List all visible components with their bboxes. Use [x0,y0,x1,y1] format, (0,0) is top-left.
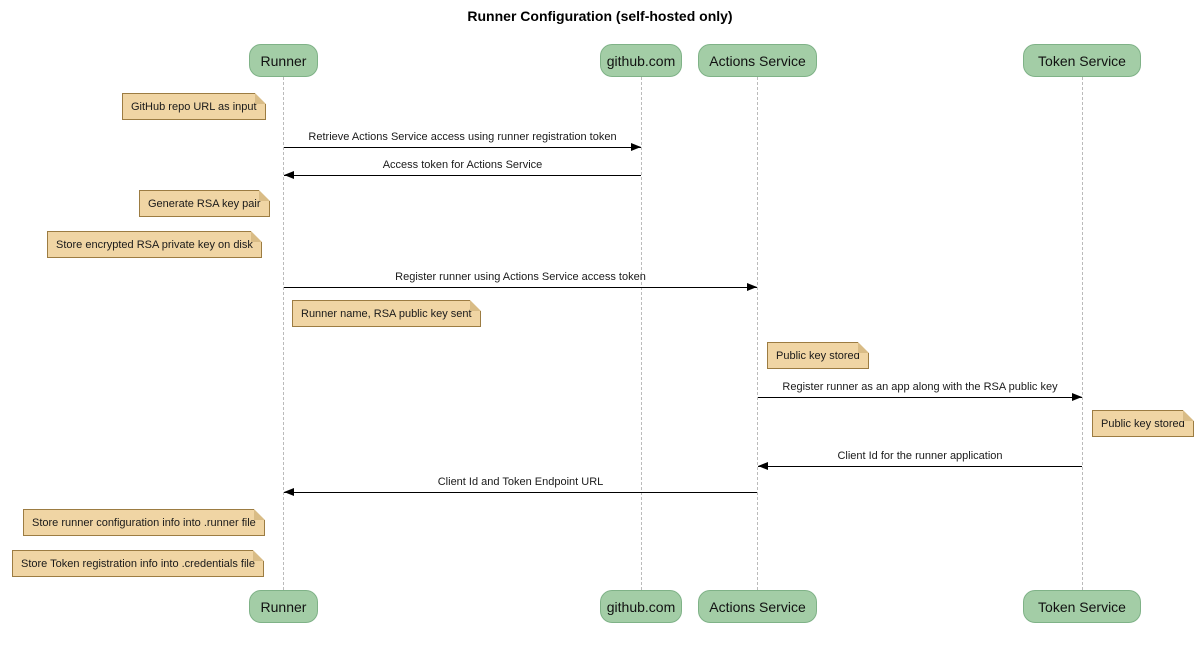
lifeline-github [641,77,642,590]
message-label: Client Id for the runner application [837,450,1003,462]
note-runner-name-sent: Runner name, RSA public key sent [292,300,481,327]
arrow-left-icon [758,462,1082,470]
participant-github-top: github.com [600,44,682,77]
message-label: Register runner as an app along with the… [782,381,1058,393]
message-register-runner: Register runner using Actions Service ac… [284,270,757,291]
participant-runner-top: Runner [249,44,318,77]
participant-token-service-bottom: Token Service [1023,590,1141,623]
message-label: Register runner using Actions Service ac… [395,271,646,283]
message-retrieve-access: Retrieve Actions Service access using ru… [284,130,641,151]
arrow-right-icon [758,393,1082,401]
diagram-title: Runner Configuration (self-hosted only) [467,8,733,24]
message-client-id: Client Id for the runner application [758,449,1082,470]
arrow-right-icon [284,143,641,151]
message-register-app: Register runner as an app along with the… [758,380,1082,401]
arrow-left-icon [284,171,641,179]
lifeline-actions-service [757,77,758,590]
participant-runner-bottom: Runner [249,590,318,623]
note-store-runner-file: Store runner configuration info into .ru… [23,509,265,536]
participant-actions-service-top: Actions Service [698,44,817,77]
note-store-credentials-file: Store Token registration info into .cred… [12,550,264,577]
participant-github-bottom: github.com [600,590,682,623]
message-label: Client Id and Token Endpoint URL [437,476,604,488]
message-label: Retrieve Actions Service access using ru… [308,131,617,143]
arrow-right-icon [284,283,757,291]
message-client-id-endpoint: Client Id and Token Endpoint URL [284,475,757,496]
note-public-key-stored-actions: Public key stored [767,342,869,369]
participant-token-service-top: Token Service [1023,44,1141,77]
message-access-token: Access token for Actions Service [284,158,641,179]
message-label: Access token for Actions Service [382,159,543,171]
note-generate-rsa-key: Generate RSA key pair [139,190,270,217]
participant-actions-service-bottom: Actions Service [698,590,817,623]
note-github-repo-url: GitHub repo URL as input [122,93,266,120]
lifeline-runner [283,77,284,590]
lifeline-token-service [1082,77,1083,590]
note-public-key-stored-token: Public key stored [1092,410,1194,437]
note-store-private-key: Store encrypted RSA private key on disk [47,231,262,258]
arrow-left-icon [284,488,757,496]
